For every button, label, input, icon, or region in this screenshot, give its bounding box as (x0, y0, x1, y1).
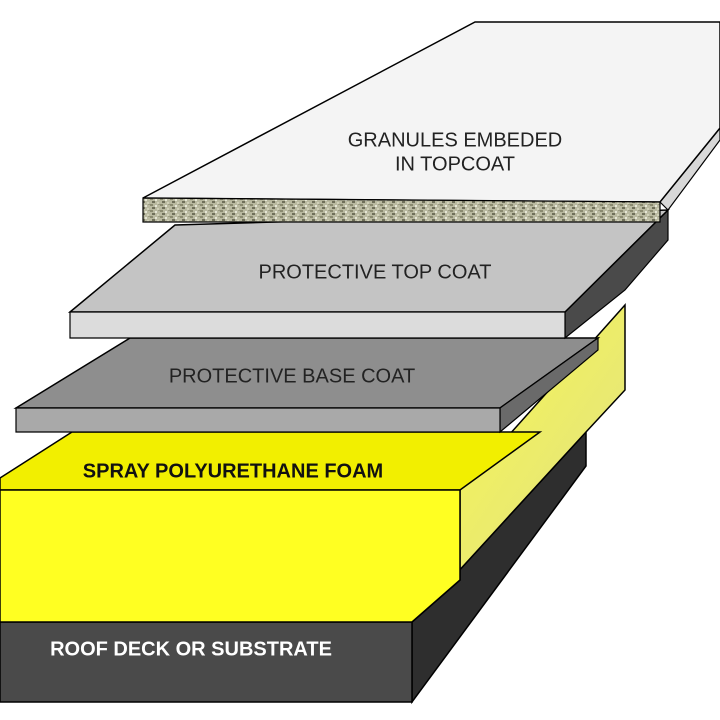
roof-deck-front (0, 621, 413, 703)
granules-label-line1: GRANULES EMBEDED (348, 129, 563, 151)
roof-deck-label: ROOF DECK OR SUBSTRATE (50, 638, 332, 660)
roof-deck-layer (0, 430, 587, 705)
granules-layer (142, 21, 720, 223)
foam-top (0, 431, 543, 491)
top-coat-layer (67, 208, 670, 340)
foam-layer (0, 303, 626, 623)
top-coat-edge (69, 311, 566, 339)
foam-front (0, 489, 461, 623)
granules-texture (142, 197, 661, 223)
base-coat-layer (13, 336, 601, 434)
top-coat-label: PROTECTIVE TOP COAT (258, 261, 491, 283)
base-coat-edge (15, 407, 501, 433)
foam-label: SPRAY POLYURETHANE FOAM (83, 460, 383, 482)
base-coat-label: PROTECTIVE BASE COAT (169, 365, 415, 387)
granules-label-line2: IN TOPCOAT (395, 153, 515, 175)
